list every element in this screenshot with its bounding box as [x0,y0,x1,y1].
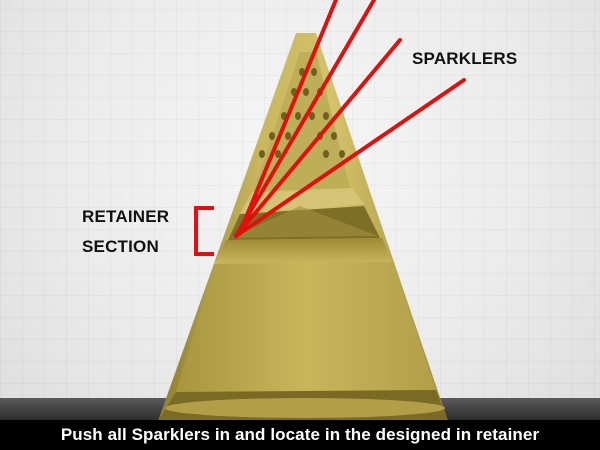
caption-bar: Push all Sparklers in and locate in the … [0,420,600,450]
sparkler-lines [234,0,466,238]
base-opening [165,398,445,418]
sparkler-line-2 [234,38,402,238]
sparkler-line-1 [234,0,376,238]
retainer-label-line2: SECTION [82,237,159,256]
retainer-bracket [194,206,214,256]
lower-chamber-wall [176,262,436,392]
sparklers-label: SPARKLERS [412,49,518,68]
sparkler-line-4 [238,0,339,234]
lower-chamber [214,238,392,264]
retainer-label-line1: RETAINER [82,207,170,226]
caption-text: Push all Sparklers in and locate in the … [60,425,540,444]
retainer-ring [230,206,378,238]
sparkler-line-3 [234,78,466,238]
